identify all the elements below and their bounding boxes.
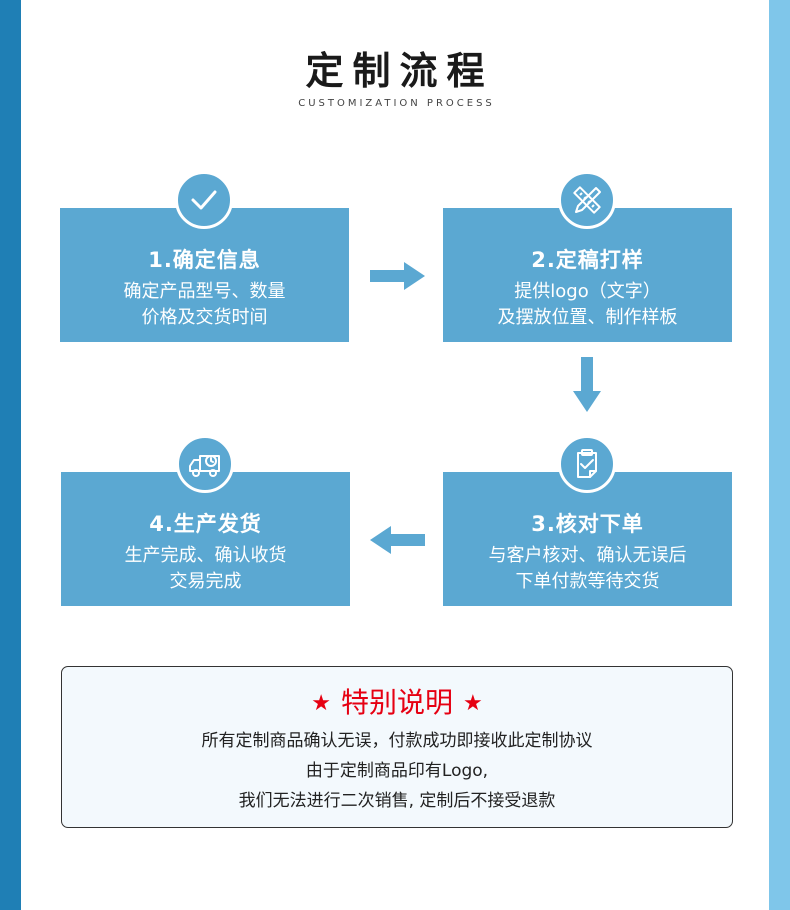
note-heading: ★ 特别说明 ★ xyxy=(62,681,732,721)
special-note-box: ★ 特别说明 ★ 所有定制商品确认无误，付款成功即接收此定制协议 由于定制商品印有L… xyxy=(61,666,733,828)
step-1-card: 1.确定信息 确定产品型号、数量 价格及交货时间 xyxy=(60,208,349,342)
star-icon: ★ xyxy=(311,691,331,716)
step-1-description: 确定产品型号、数量 价格及交货时间 xyxy=(60,279,349,331)
page-subtitle: CUSTOMIZATION PROCESS xyxy=(298,98,495,109)
left-side-bar xyxy=(0,0,21,910)
step-3-card: 3.核对下单 与客户核对、确认无误后 下单付款等待交货 xyxy=(443,472,732,606)
step-1-title: 1.确定信息 xyxy=(148,248,261,272)
step-2-description: 提供logo（文字） 及摆放位置、制作样板 xyxy=(443,279,732,331)
step-3-line-1: 与客户核对、确认无误后 xyxy=(488,545,687,566)
step-4-title: 4.生产发货 xyxy=(149,512,262,536)
step-4-description: 生产完成、确认收货 交易完成 xyxy=(61,543,350,595)
clipboard-check-icon xyxy=(558,435,616,493)
step-1-line-2: 价格及交货时间 xyxy=(141,307,268,328)
step-4-card: 4.生产发货 生产完成、确认收货 交易完成 xyxy=(61,472,350,606)
page-title: 定制流程 xyxy=(305,49,494,93)
arrow-right-icon xyxy=(370,262,425,290)
note-line-1: 所有定制商品确认无误，付款成功即接收此定制协议 xyxy=(201,731,593,751)
delivery-truck-icon xyxy=(176,435,234,493)
note-line-3: 我们无法进行二次销售, 定制后不接受退款 xyxy=(238,791,556,811)
note-heading-text: 特别说明 xyxy=(340,686,453,719)
note-body: 所有定制商品确认无误，付款成功即接收此定制协议 由于定制商品印有Logo, 我们… xyxy=(62,726,732,816)
step-2-line-1: 提供logo（文字） xyxy=(514,281,661,302)
arrow-down-icon xyxy=(573,357,601,412)
step-1-line-1: 确定产品型号、数量 xyxy=(123,281,286,302)
arrow-left-icon xyxy=(370,526,425,554)
step-3-description: 与客户核对、确认无误后 下单付款等待交货 xyxy=(443,543,732,595)
step-2-card: 2.定稿打样 提供logo（文字） 及摆放位置、制作样板 xyxy=(443,208,732,342)
note-line-2: 由于定制商品印有Logo, xyxy=(305,761,489,781)
step-3-title: 3.核对下单 xyxy=(531,512,644,536)
step-2-line-2: 及摆放位置、制作样板 xyxy=(497,307,678,328)
step-4-line-2: 交易完成 xyxy=(169,571,242,592)
check-icon xyxy=(175,171,233,229)
right-side-bar xyxy=(769,0,790,910)
pencil-ruler-icon xyxy=(558,171,616,229)
step-4-line-1: 生产完成、确认收货 xyxy=(124,545,287,566)
star-icon: ★ xyxy=(463,691,483,716)
step-3-line-2: 下单付款等待交货 xyxy=(515,571,660,592)
step-2-title: 2.定稿打样 xyxy=(531,248,644,272)
